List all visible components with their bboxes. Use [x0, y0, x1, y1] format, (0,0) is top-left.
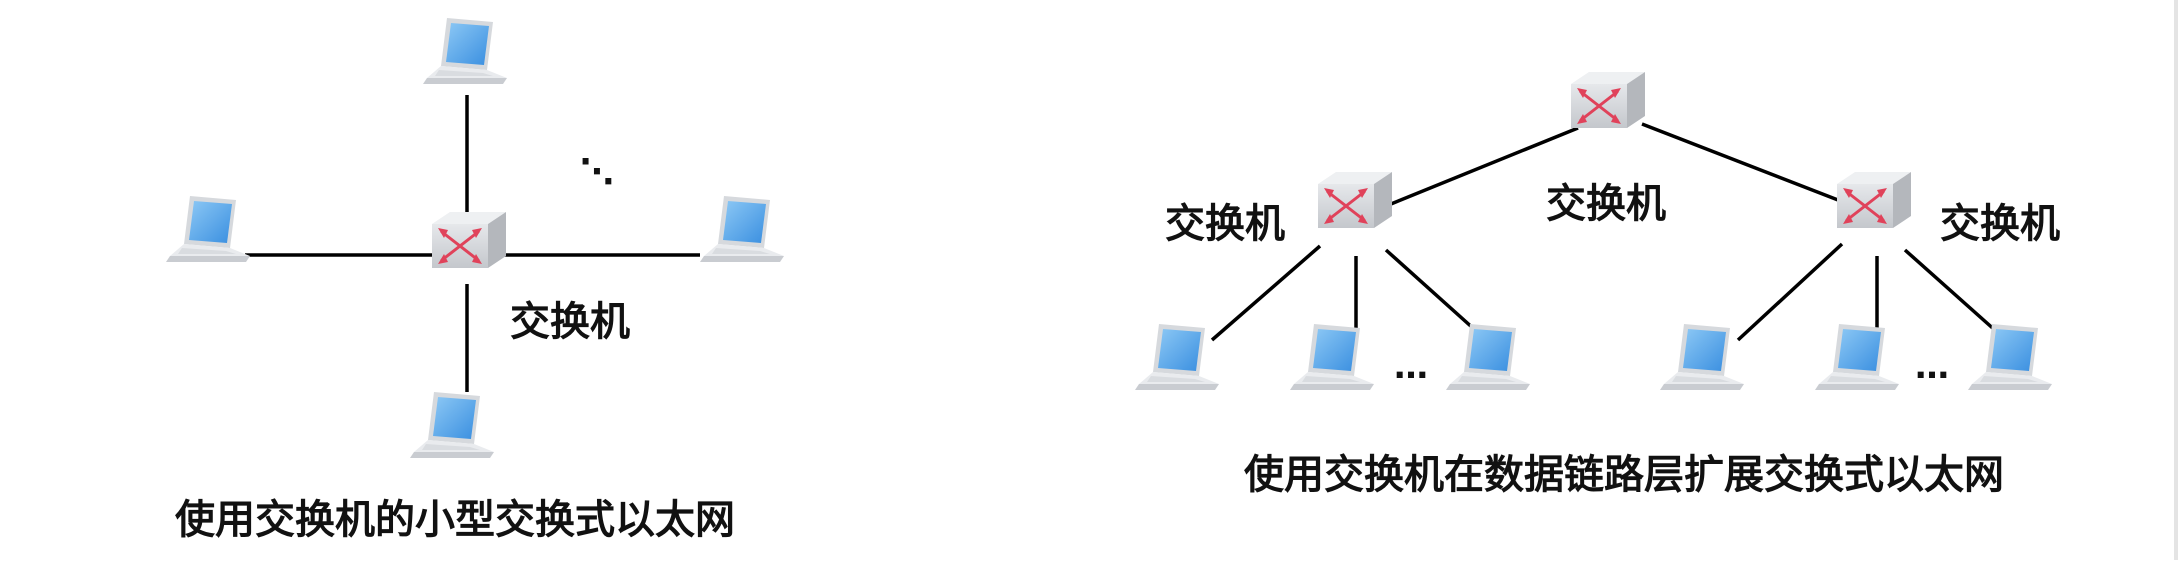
left-switch-label: 交换机 [510, 299, 630, 345]
laptop-icon [166, 196, 250, 262]
left-switch-label-right: 交换机 [1165, 201, 1285, 247]
laptop-icon [1815, 324, 1899, 390]
right-group-ellipsis: … [1915, 347, 1949, 387]
laptop-icon [1968, 324, 2052, 390]
page-edge-divider [2174, 0, 2178, 560]
right-caption: 使用交换机在数据链路层扩展交换式以太网 [1244, 452, 2004, 498]
laptop-icon [423, 18, 507, 84]
laptop-icon [410, 392, 494, 458]
left-caption: 使用交换机的小型交换式以太网 [175, 497, 735, 543]
laptop-icon [700, 196, 784, 262]
left-switch-icon [1316, 170, 1394, 230]
left-group-ellipsis: … [1394, 347, 1428, 387]
right-links [1210, 122, 2008, 342]
laptop-icon [1660, 324, 1744, 390]
right-switch-label: 交换机 [1940, 201, 2060, 247]
laptop-icon [1290, 324, 1374, 390]
left-ellipsis: ⋱ [580, 152, 614, 192]
top-switch-icon [1569, 70, 1647, 130]
right-switch-icon [1835, 170, 1913, 230]
laptop-icon [1135, 324, 1219, 390]
top-switch-label: 交换机 [1546, 181, 1666, 227]
left-switch-icon [430, 210, 508, 270]
laptop-icon [1446, 324, 1530, 390]
